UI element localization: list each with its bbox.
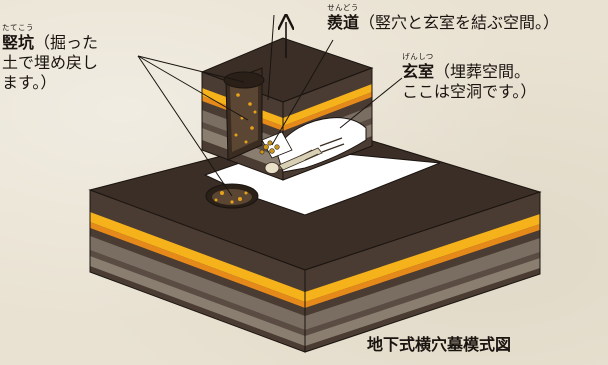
label-vertical-shaft: たてこう 竪坑 （掘った 土で埋め戻し ます。） — [2, 23, 99, 93]
burial-remains — [264, 137, 345, 174]
ruby-vertical-shaft: たてこう — [2, 23, 34, 32]
vertical-shaft — [223, 67, 265, 161]
term-vertical-shaft: たてこう 竪坑 — [2, 23, 35, 53]
desc-chamber-2: ここは空洞です。） — [402, 82, 537, 101]
desc-vertical-shaft-1: （掘った — [34, 33, 99, 52]
ruby-passage: せんどう — [327, 3, 359, 12]
label-chamber: げんしつ 玄室 （埋葬空間。 ここは空洞です。） — [402, 52, 537, 102]
desc-vertical-shaft-2: 土で埋め戻し — [2, 53, 99, 72]
ground-left-face — [89, 189, 306, 353]
leader-lines — [137, 14, 403, 197]
desc-vertical-shaft-3: ます。） — [2, 73, 57, 92]
passage-rubble — [259, 140, 280, 155]
label-passage: せんどう 羨道 （竪穴と玄室を結ぶ空間。） — [327, 3, 560, 33]
ruby-chamber: げんしつ — [402, 52, 434, 61]
ground-right-face — [304, 191, 541, 353]
term-passage: せんどう 羨道 — [327, 3, 360, 33]
ground-block — [88, 127, 542, 353]
term-chamber: げんしつ 玄室 — [402, 52, 435, 82]
figure-title: 地下式横穴墓模式図 — [367, 335, 512, 354]
desc-chamber-1: （埋葬空間。 — [434, 62, 531, 81]
section-block — [200, 37, 374, 181]
desc-passage: （竪穴と玄室を結ぶ空間。） — [359, 13, 560, 32]
